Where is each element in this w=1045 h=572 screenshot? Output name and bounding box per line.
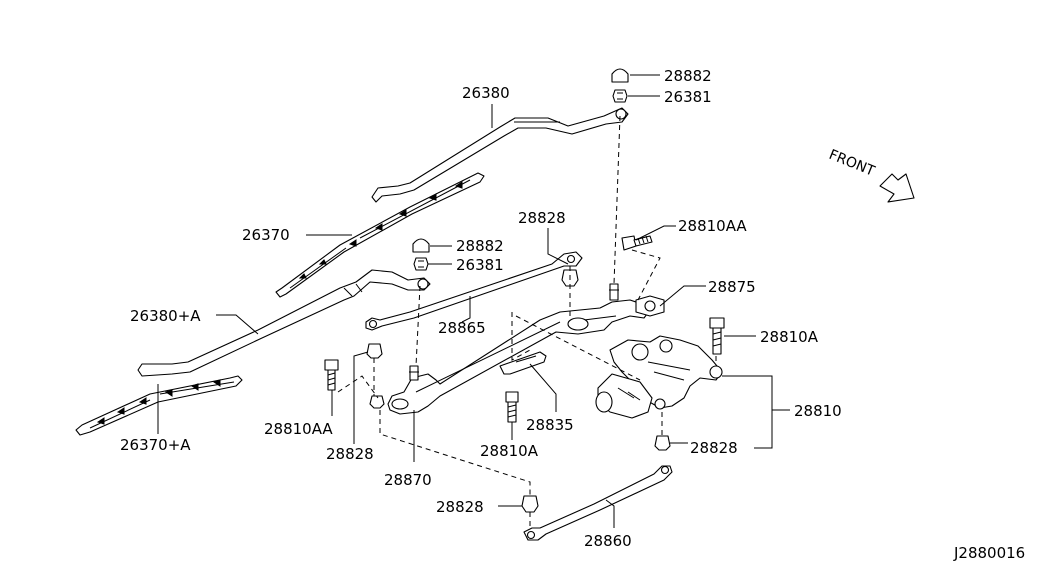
callout-labels: 28882 26381 26380 26370 28882 26381 2882… xyxy=(120,67,1025,562)
callout-link-rod-upper: 28865 xyxy=(438,319,486,337)
callout-bolt-bracket: 28810AA xyxy=(678,217,747,235)
pivot-frame xyxy=(387,283,651,415)
callout-blade-passenger: 26370+A xyxy=(120,436,191,454)
callout-arm-main: 26380 xyxy=(462,84,510,102)
callout-bolt-motor: 28810A xyxy=(760,328,819,346)
front-label: FRONT xyxy=(827,147,878,180)
callout-nut-top: 26381 xyxy=(664,88,712,106)
callout-pivot-frame: 28870 xyxy=(384,471,432,489)
assembly-dashed-lines xyxy=(337,115,717,530)
front-direction-arrow: FRONT xyxy=(827,147,915,203)
callout-link-crank: 28875 xyxy=(708,278,756,296)
bolt-pivot-left-28810aa xyxy=(324,359,339,391)
wiper-cap-mid xyxy=(412,238,430,253)
callout-link-rod-lower: 28860 xyxy=(584,532,632,550)
callout-arm-passenger: 26380+A xyxy=(130,307,201,325)
callout-bracket-clip: 28835 xyxy=(526,416,574,434)
bolt-motor-28810a xyxy=(709,317,725,355)
bushing-left xyxy=(366,343,383,359)
bracket-clip xyxy=(499,351,547,375)
wiper-motor-assembly xyxy=(595,335,723,419)
callout-motor-assembly: 28810 xyxy=(794,402,842,420)
wiper-cap-top xyxy=(611,68,629,83)
bushing-motor xyxy=(654,435,671,451)
callout-nut-mid: 26381 xyxy=(456,256,504,274)
bolt-center-28810a xyxy=(505,391,519,423)
callout-bushing-upper: 28828 xyxy=(518,209,566,227)
bushing-pivot xyxy=(369,395,385,409)
wiper-nut-mid xyxy=(413,257,429,271)
leader-lines xyxy=(157,74,790,528)
bushing-lower xyxy=(521,495,539,513)
wiper-nut-top xyxy=(612,89,628,103)
wiper-blade-passenger xyxy=(75,375,243,436)
wiper-arm-main xyxy=(371,107,629,203)
callout-cap-mid: 28882 xyxy=(456,237,504,255)
diagram-id: J2880016 xyxy=(953,544,1025,562)
callout-bushing-lower: 28828 xyxy=(436,498,484,516)
wiper-blade-main xyxy=(275,172,485,298)
callout-bolt-center: 28810A xyxy=(480,442,539,460)
callout-bushing-left: 28828 xyxy=(326,445,374,463)
callout-bolt-pivot-left: 28810AA xyxy=(264,420,333,438)
wiper-arm-passenger xyxy=(137,269,431,377)
bolt-bracket-28810aa xyxy=(621,235,653,251)
link-rod-upper xyxy=(365,251,583,331)
callout-blade-main: 26370 xyxy=(242,226,290,244)
callout-cap-top: 28882 xyxy=(664,67,712,85)
callout-bushing-motor: 28828 xyxy=(690,439,738,457)
link-rod-lower xyxy=(523,465,673,541)
link-crank xyxy=(635,295,665,317)
